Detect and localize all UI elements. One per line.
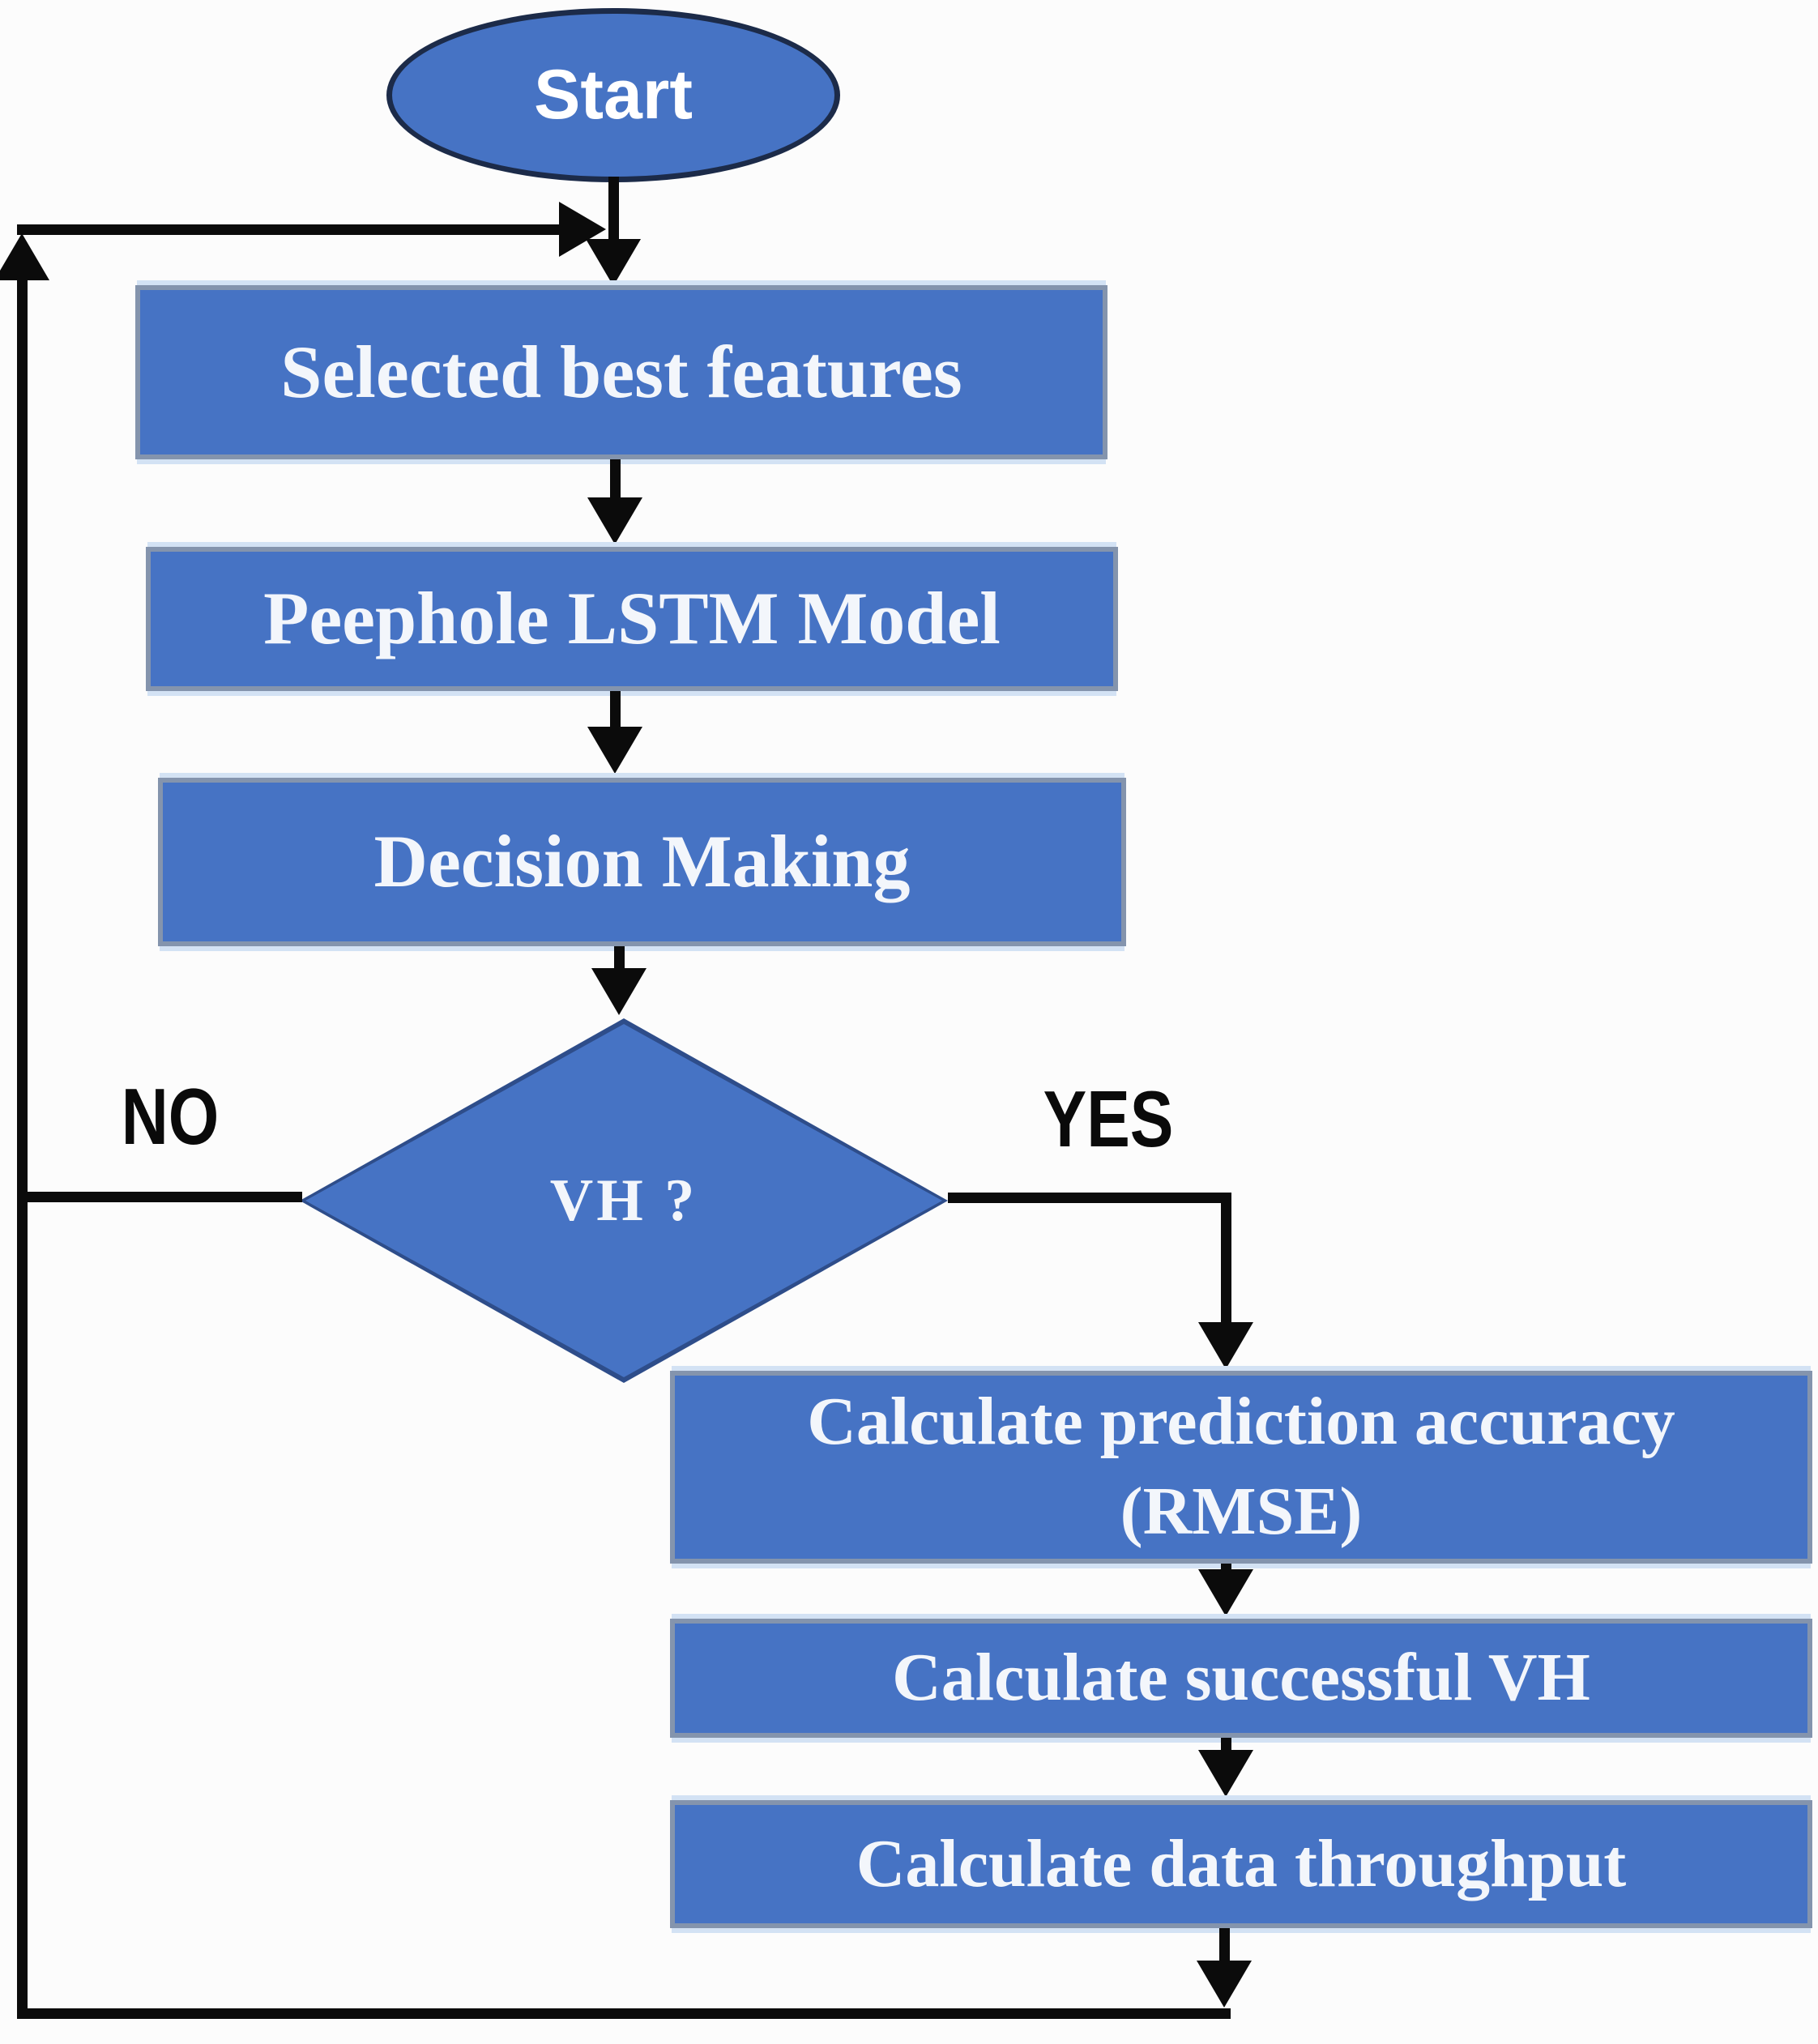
prediction-accuracy-line1: Calculate prediction accuracy: [807, 1384, 1675, 1460]
arrow-down-icon: [587, 727, 642, 774]
vh-question-label: VH ?: [549, 1167, 698, 1234]
decision-diamond: VH ?: [300, 1018, 948, 1383]
successful-vh-label: Calculate successful VH: [892, 1640, 1590, 1716]
arrow-down-icon: [1198, 1750, 1253, 1797]
yes-branch-line-horizontal: [948, 1193, 1231, 1203]
process-box-successful-vh: Calculate successful VH: [670, 1619, 1812, 1738]
process-box-prediction-accuracy: Calculate prediction accuracy (RMSE): [670, 1371, 1812, 1564]
arrow-down-icon: [587, 497, 642, 544]
process-box-selected-features: Selected best features: [135, 285, 1107, 459]
arrow-down-icon: [1198, 1322, 1253, 1369]
arrow-down-icon: [1197, 1961, 1252, 2008]
loop-line-bottom: [17, 2008, 1231, 2019]
yes-branch-label: YES: [1043, 1073, 1174, 1163]
arrow-down-icon: [591, 968, 647, 1015]
connector-throughput-to-loop: [1219, 1928, 1230, 1965]
connector-lstm-to-decision: [610, 691, 621, 732]
arrow-right-icon: [559, 202, 606, 257]
arrow-down-icon: [1198, 1569, 1253, 1616]
connector-features-to-lstm: [610, 459, 621, 501]
start-label: Start: [534, 56, 693, 134]
no-branch-line: [27, 1192, 302, 1202]
no-branch-label: NO: [121, 1071, 220, 1161]
lstm-model-label: Peephole LSTM Model: [263, 577, 1001, 660]
decision-making-label: Decision Making: [373, 820, 911, 903]
loop-line-left: [17, 274, 28, 2018]
process-box-data-throughput: Calculate data throughput: [670, 1800, 1812, 1928]
start-node: Start: [386, 8, 840, 182]
connector-start-to-features: [608, 177, 619, 245]
prediction-accuracy-line2: (RMSE): [1120, 1474, 1363, 1549]
process-box-lstm-model: Peephole LSTM Model: [146, 547, 1118, 691]
selected-features-label: Selected best features: [280, 330, 962, 413]
decision-diamond-fill: VH ?: [305, 1024, 942, 1377]
data-throughput-label: Calculate data throughput: [856, 1825, 1627, 1901]
arrow-up-icon: [0, 233, 49, 280]
process-box-decision-making: Decision Making: [158, 778, 1126, 946]
yes-branch-line-vertical: [1221, 1193, 1231, 1324]
connector-decision-to-diamond: [614, 946, 625, 975]
loop-line-top: [17, 224, 562, 235]
